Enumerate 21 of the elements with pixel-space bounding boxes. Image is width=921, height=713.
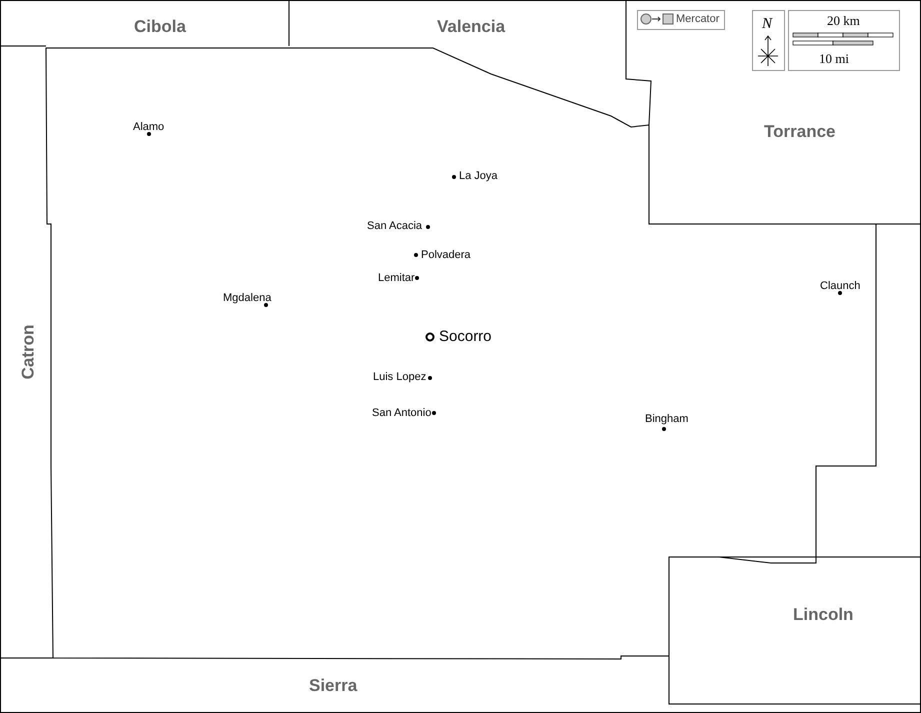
town-name: San Acacia [367,221,422,232]
county-name: Torrance [764,123,836,140]
scale-label: 20 km [827,14,860,27]
county-name: Catron [20,324,36,380]
town-name: La Joya [459,171,498,182]
scale-label: 10 mi [819,52,849,65]
town-name: Alamo [133,122,164,133]
town-name: Polvadera [421,250,471,261]
projection-label: Mercator [676,14,720,25]
town-name: Mgdalena [223,293,272,304]
county-name: Valencia [437,18,506,35]
town-name: Bingham [645,414,688,425]
county-seat-name: Socorro [439,329,492,344]
town-name: Claunch [820,281,860,292]
county-name: Lincoln [793,606,854,623]
county-name: Cibola [134,18,186,35]
town-name: Luis Lopez [373,372,426,383]
north-label: N [762,17,772,32]
town-name: San Antonio [372,408,432,419]
town-name: Lemitar [378,273,415,284]
county-name: Sierra [309,677,358,694]
